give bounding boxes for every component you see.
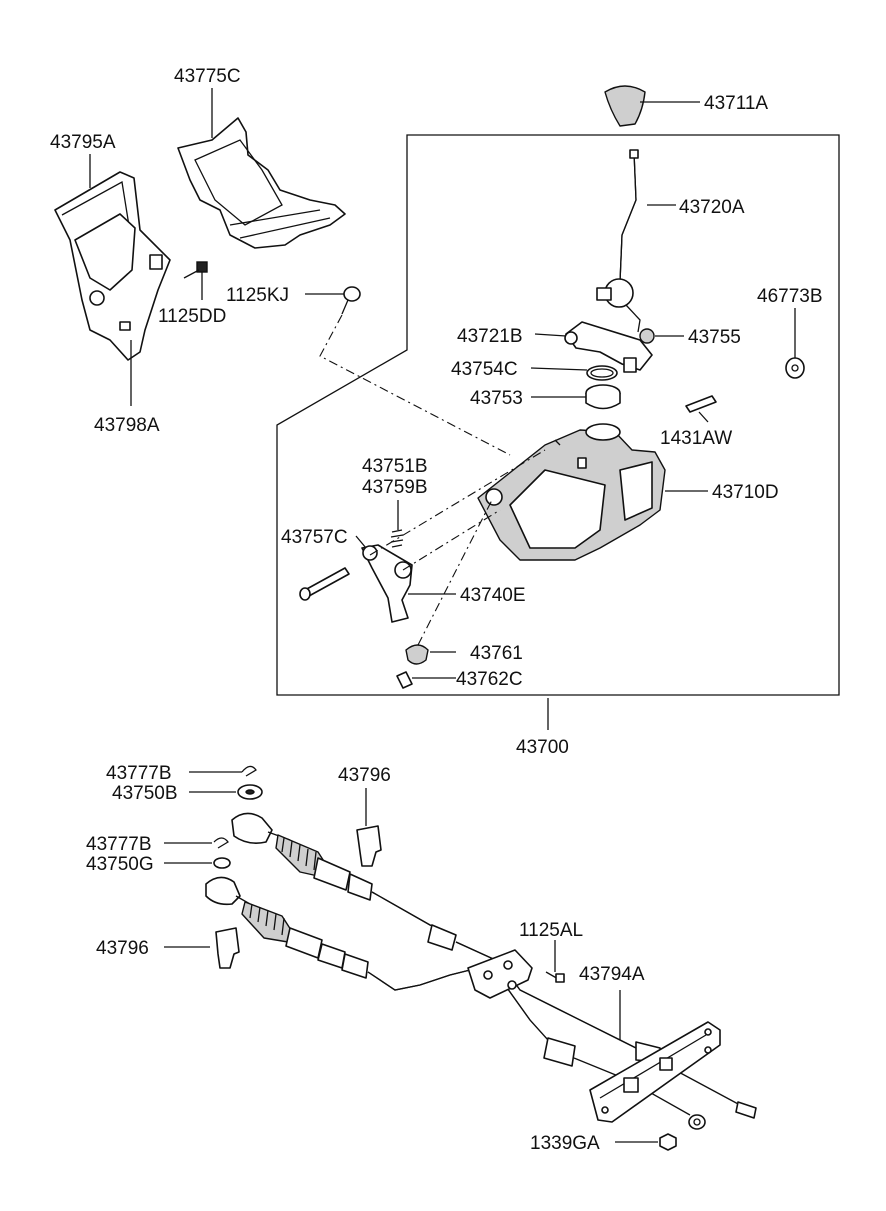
label-43720A: 43720A: [679, 197, 745, 218]
bracket-43775C: [177, 117, 346, 249]
bracket-43721B: [564, 321, 653, 373]
bracket-plate-front: [467, 949, 533, 999]
bushing-43761: [405, 644, 429, 665]
label-43750B: 43750B: [112, 783, 178, 804]
label-43753: 43753: [470, 388, 523, 409]
label-43757C: 43757C: [281, 527, 348, 548]
clip-43796-lower: [215, 927, 240, 969]
nut-1339GA: [659, 1133, 677, 1151]
label-43711A: 43711A: [704, 93, 768, 114]
washer-46773B: [785, 357, 805, 379]
label-43754C: 43754C: [451, 359, 518, 380]
centerline-b: [369, 449, 546, 556]
centerline-d: [417, 499, 493, 646]
lever-43740E: [361, 544, 413, 623]
label-43750G: 43750G: [86, 854, 154, 875]
bushing-43755: [639, 328, 655, 344]
clip-43777B-lower: [213, 837, 229, 849]
label-1125AL: 1125AL: [519, 920, 583, 941]
bolt-1125DD: [183, 261, 208, 279]
bolt-1125KJ: [341, 286, 361, 315]
shift-knob-43711A: [604, 85, 646, 127]
label-43700: 43700: [516, 737, 569, 758]
centerline-c: [402, 509, 501, 571]
label-43761: 43761: [470, 643, 523, 664]
label-43721B: 43721B: [457, 326, 523, 347]
pin-43762C: [396, 671, 413, 689]
label-43710D: 43710D: [712, 482, 779, 503]
cable-upper: [231, 812, 757, 1119]
label-43740E: 43740E: [460, 585, 526, 606]
spring-43751B: [390, 529, 404, 548]
pin-43757C: [299, 567, 350, 601]
label-1431AW: 1431AW: [660, 428, 732, 449]
label-43775C: 43775C: [174, 66, 241, 87]
label-43755: 43755: [688, 327, 741, 348]
bushing-43750G: [213, 857, 231, 869]
label-1125KJ: 1125KJ: [226, 285, 289, 306]
bolt-1125AL: [545, 971, 565, 983]
leader-lines: [89, 88, 796, 1143]
centerline-a: [319, 314, 511, 456]
clip-43777B-upper: [241, 765, 257, 777]
label-46773B: 46773B: [757, 286, 823, 307]
bushing-43750B: [237, 784, 263, 800]
label-43759B: 43759B: [362, 477, 428, 498]
bushing-43753: [585, 384, 621, 410]
label-43795A: 43795A: [50, 132, 116, 153]
ring-43754C: [586, 365, 618, 381]
mounting-plate-43794A: [589, 1021, 721, 1123]
label-43762C: 43762C: [456, 669, 523, 690]
cable-lower: [205, 876, 706, 1130]
label-43798A: 43798A: [94, 415, 160, 436]
housing-43710D: [477, 423, 666, 561]
label-43794A: 43794A: [579, 964, 645, 985]
label-43751B: 43751B: [362, 456, 428, 477]
label-1125DD: 1125DD: [158, 306, 226, 327]
clip-43796-upper: [356, 825, 382, 867]
shift-lever-43720A: [596, 149, 641, 333]
label-43777B-lower: 43777B: [86, 834, 152, 855]
bracket-43795A: [54, 171, 171, 361]
label-43777B-upper: 43777B: [106, 763, 172, 784]
label-43796-lower: 43796: [96, 938, 149, 959]
label-1339GA: 1339GA: [530, 1133, 600, 1154]
label-43796-upper: 43796: [338, 765, 391, 786]
pin-1431AW: [685, 395, 717, 413]
assembly-boundary: [276, 134, 840, 696]
